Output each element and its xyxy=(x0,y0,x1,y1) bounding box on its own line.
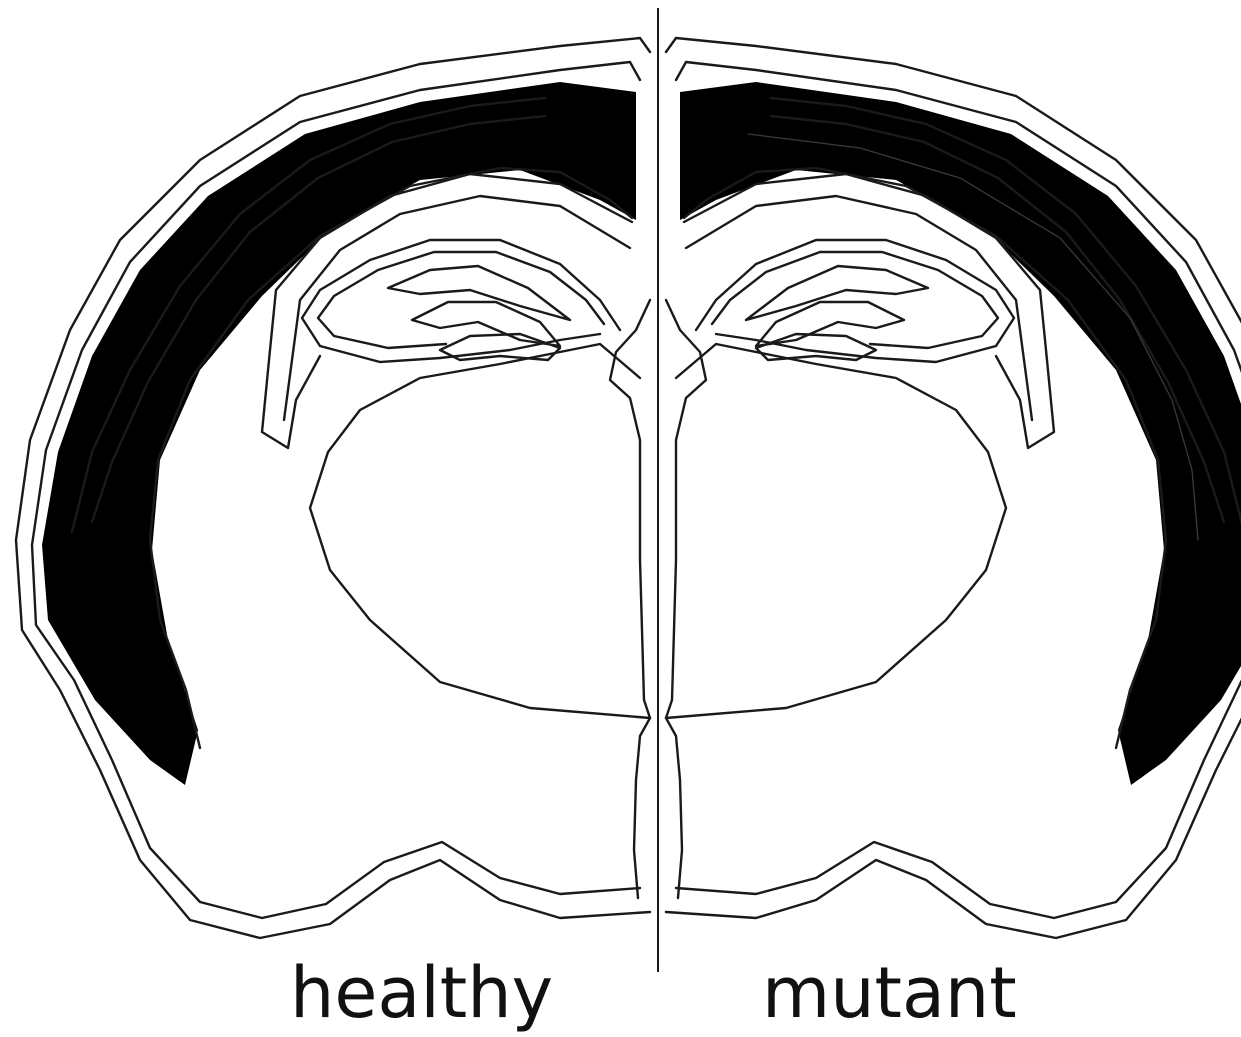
mutant-hemisphere xyxy=(666,38,1241,938)
healthy-hemisphere: #left-h .tint { fill: #f6eef0; stroke: n… xyxy=(16,38,650,938)
mutant-label: mutant xyxy=(762,958,1017,1028)
healthy-label: healthy xyxy=(290,958,553,1028)
